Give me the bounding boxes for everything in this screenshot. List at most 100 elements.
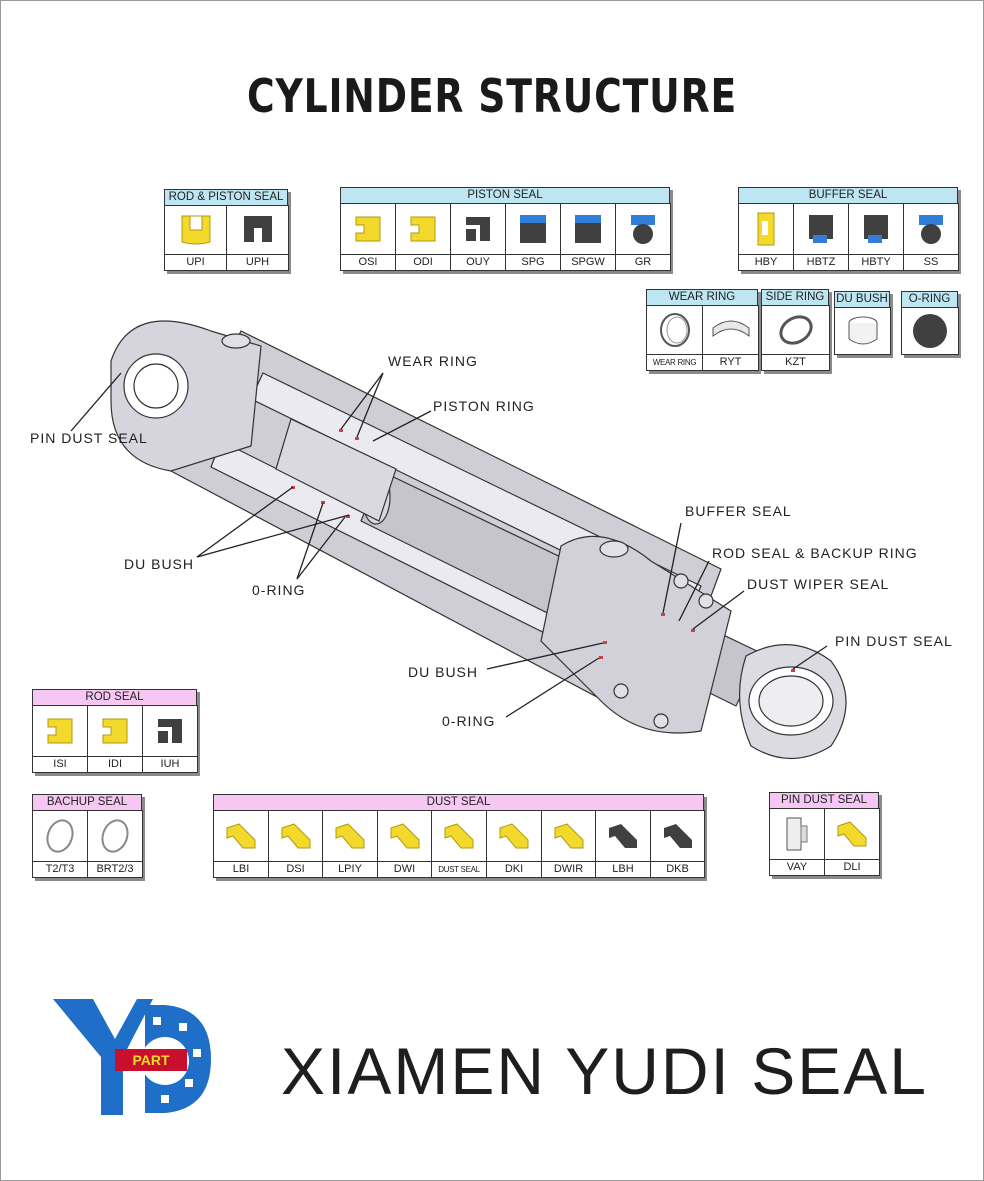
group-title: ROD SEAL xyxy=(32,689,197,706)
yellow-wiper-icon xyxy=(825,809,879,860)
brand-name: XIAMEN YUDI SEAL xyxy=(281,1034,928,1108)
yellow-wiper-icon xyxy=(269,811,322,862)
dark-blue-buffer-icon xyxy=(794,204,848,255)
seal-item xyxy=(834,307,891,355)
group-side: SIDE RING KZT xyxy=(761,289,830,371)
seal-item-label: DKB xyxy=(666,863,689,875)
seal-item: IUH xyxy=(142,705,198,773)
seal-item: DLI xyxy=(824,808,880,876)
blue-oring-seal-icon xyxy=(919,215,943,244)
seal-item: DKI xyxy=(486,810,542,878)
group-title: SIDE RING xyxy=(761,289,829,306)
gland-bolt xyxy=(653,713,669,729)
yellow-wiper-icon xyxy=(378,811,431,862)
blue-dark-seal-icon xyxy=(520,215,546,243)
seal-item-label: HBY xyxy=(754,256,778,268)
yellow-seal-icon xyxy=(355,216,381,242)
seal-item: SS xyxy=(903,203,959,271)
seal-item xyxy=(901,307,959,355)
callout-pin-dust-seal-right: PIN DUST SEAL xyxy=(835,633,953,649)
seal-item-label: WEAR RING xyxy=(652,358,697,367)
dark-blue-buffer-icon xyxy=(809,215,833,243)
seal-item: DWI xyxy=(377,810,432,878)
yellow-seal-icon xyxy=(47,718,73,744)
front-port xyxy=(599,540,629,558)
callout-pin-dust-seal-left: PIN DUST SEAL xyxy=(30,430,148,446)
dark-wiper-icon xyxy=(596,811,650,862)
blue-dark-seal-icon xyxy=(506,204,560,255)
seal-item-label: ODI xyxy=(413,256,433,268)
seal-item: DWIR xyxy=(541,810,596,878)
yellow-seal-icon xyxy=(88,706,142,757)
seal-item: GR xyxy=(615,203,671,271)
seal-item-label: DSI xyxy=(286,863,305,875)
seal-item-label: LBI xyxy=(232,863,250,875)
page-title: CYLINDER STRUCTURE xyxy=(246,69,738,123)
yellow-wiper-icon xyxy=(542,811,595,862)
callout-dust-wiper-seal: DUST WIPER SEAL xyxy=(747,576,890,592)
group-title: ROD & PISTON SEAL xyxy=(164,189,288,206)
seal-item-label: DLI xyxy=(843,861,861,873)
seal-item: OUY xyxy=(450,203,506,271)
blue-oring-seal-icon xyxy=(616,204,670,255)
seal-item-label: DWIR xyxy=(553,863,584,875)
seal-item-label: T2/T3 xyxy=(45,863,75,875)
seal-item: HBTY xyxy=(848,203,904,271)
seal-item-label: GR xyxy=(634,256,652,268)
blue-oring-seal-icon xyxy=(904,204,958,255)
dark-blue-buffer-icon xyxy=(864,215,888,243)
seal-item: LBH xyxy=(595,810,651,878)
seal-item: LBI xyxy=(213,810,269,878)
backup-ring-icon xyxy=(46,819,74,853)
wear-ring-icon xyxy=(647,306,702,355)
dark-wiper-icon xyxy=(651,811,704,862)
backup-ring-icon xyxy=(101,819,129,853)
seal-item-label: HBTY xyxy=(861,256,891,268)
group-title: BACHUP SEAL xyxy=(32,794,142,811)
seal-item-label: KZT xyxy=(785,356,806,368)
callout-rod-seal-backup: ROD SEAL & BACKUP RING xyxy=(712,545,918,561)
oring-icon xyxy=(902,308,958,354)
seal-item: IDI xyxy=(87,705,143,773)
seal-item: WEAR RING xyxy=(646,305,703,371)
yellow-u-seal-icon xyxy=(165,206,226,255)
yellow-wiper-icon xyxy=(226,823,256,849)
seal-item: RYT xyxy=(702,305,759,371)
pin-seal-icon xyxy=(786,817,808,851)
yellow-seal-icon xyxy=(102,718,128,744)
piston-head xyxy=(275,418,397,522)
yellow-wiper-icon xyxy=(323,811,377,862)
seal-item: ODI xyxy=(395,203,451,271)
group-title: O-RING xyxy=(901,291,958,308)
gland-bolt xyxy=(673,573,689,589)
group-title: PIN DUST SEAL xyxy=(769,792,879,809)
yellow-wiper-icon xyxy=(487,811,541,862)
oring-icon xyxy=(913,314,947,348)
seal-item-label: DUST SEAL xyxy=(438,865,480,874)
group-title: DU BUSH xyxy=(834,291,890,308)
seal-item-label: SS xyxy=(923,256,939,268)
seal-item: HBTZ xyxy=(793,203,849,271)
gland-bolt xyxy=(698,593,714,609)
callout-wear-ring: WEAR RING xyxy=(388,353,478,369)
seal-item: HBY xyxy=(738,203,794,271)
seal-item: DSI xyxy=(268,810,323,878)
yellow-buffer-icon xyxy=(757,212,775,246)
group-title: WEAR RING xyxy=(646,289,758,306)
seal-item: DUST SEAL xyxy=(431,810,487,878)
seal-item-label: BRT2/3 xyxy=(96,863,134,875)
yudi-logo: PART xyxy=(53,999,211,1115)
seal-item-label: DKI xyxy=(504,863,524,875)
seal-item-label: LPIY xyxy=(338,863,362,875)
yellow-seal-icon xyxy=(396,204,450,255)
seal-item: DKB xyxy=(650,810,705,878)
yellow-u-seal-icon xyxy=(181,215,210,245)
wear-strip-icon xyxy=(712,320,749,338)
